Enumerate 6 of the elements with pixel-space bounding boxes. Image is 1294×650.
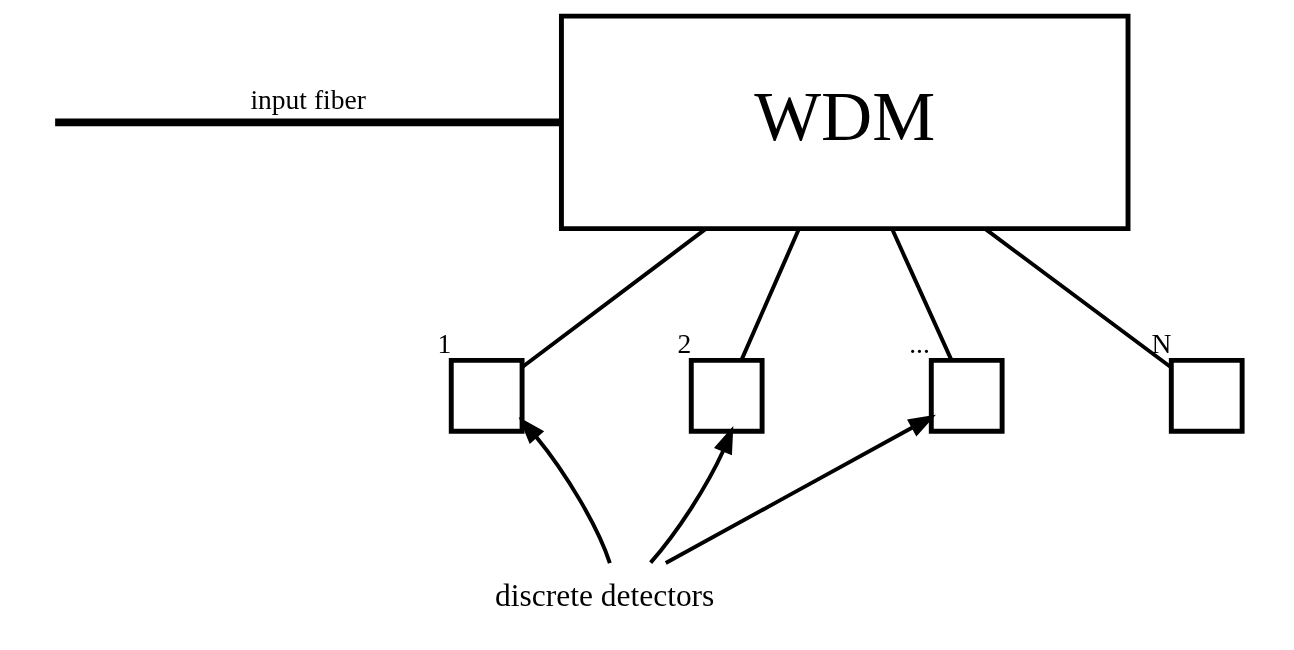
node-label: 1	[436, 327, 451, 359]
node-label: ...	[908, 327, 930, 359]
node-text: discrete detectors	[494, 577, 714, 613]
node-label: N	[1151, 327, 1171, 359]
edge-label: input fiber	[249, 83, 366, 115]
node-label: 2	[677, 327, 691, 359]
